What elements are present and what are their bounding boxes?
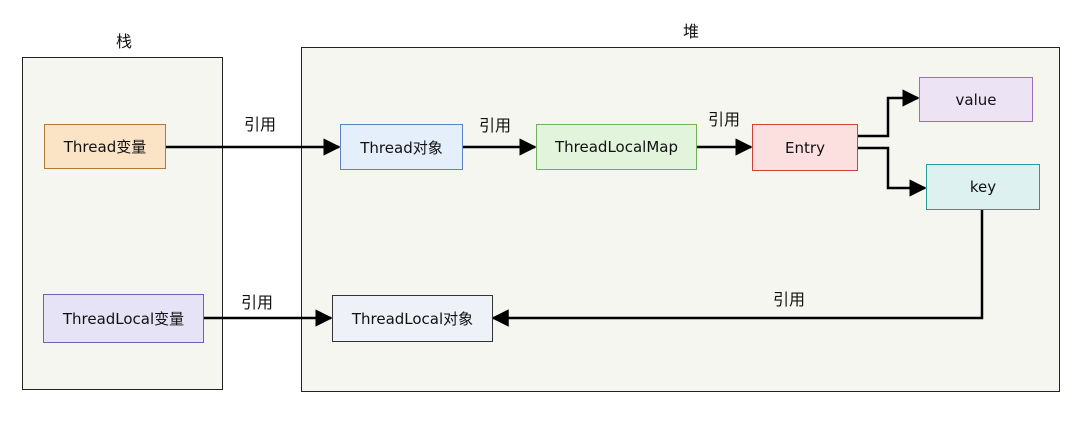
node-label: value — [955, 90, 997, 109]
threadlocalmap-node: ThreadLocalMap — [536, 124, 697, 170]
node-label: Thread变量 — [63, 138, 147, 156]
edge-label-ref: 引用 — [479, 116, 512, 135]
node-label: Entry — [785, 138, 825, 157]
threadlocal-variable-node: ThreadLocal变量 — [43, 294, 204, 343]
stack-title: 栈 — [115, 32, 132, 51]
arrow-key-to-threadlocal-obj — [491, 210, 984, 327]
thread-variable-node: Thread变量 — [44, 124, 166, 169]
arrow-entry-to-value — [858, 89, 920, 138]
edge-label-ref: 引用 — [708, 110, 741, 129]
node-label: key — [969, 178, 997, 196]
value-node: value — [919, 77, 1033, 122]
entry-node: Entry — [752, 124, 858, 171]
key-node: key — [926, 164, 1040, 210]
threadlocal-object-node: ThreadLocal对象 — [332, 295, 493, 342]
heap-title: 堆 — [682, 22, 699, 41]
node-label: Thread对象 — [360, 138, 443, 157]
edge-label-ref: 引用 — [241, 293, 274, 312]
arrow-entry-to-key — [858, 146, 927, 197]
node-label: ThreadLocal变量 — [62, 310, 185, 328]
node-label: ThreadLocal对象 — [351, 310, 474, 328]
thread-object-node: Thread对象 — [340, 124, 463, 170]
node-label: ThreadLocalMap — [555, 138, 678, 156]
edge-label-ref: 引用 — [244, 115, 277, 134]
edge-label-ref: 引用 — [773, 290, 806, 309]
